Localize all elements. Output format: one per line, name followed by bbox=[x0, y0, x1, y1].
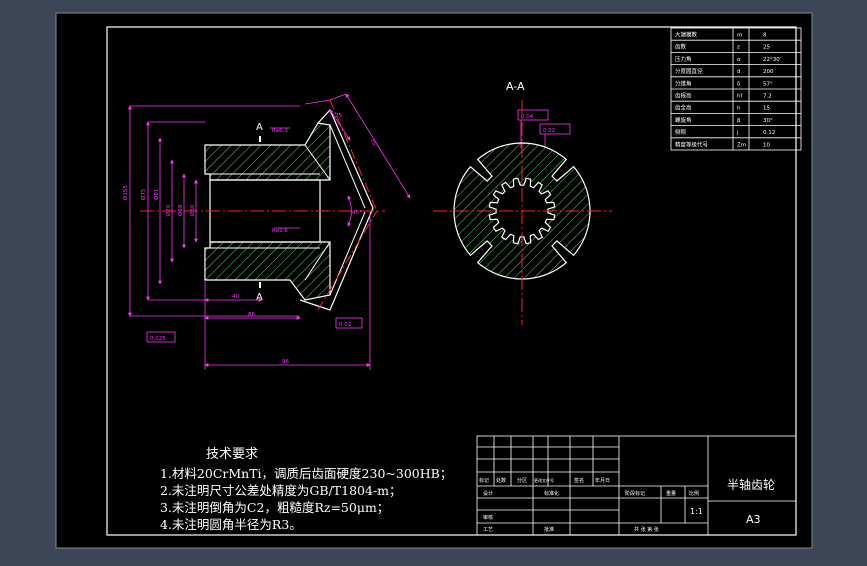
tb-header-5: 年月日 bbox=[595, 477, 610, 484]
param-symbol: α bbox=[737, 57, 741, 63]
tb-stage-mark: 阶段标记 bbox=[625, 490, 645, 497]
dim-dia-2: Ø75 bbox=[140, 188, 147, 200]
param-value: 22°30′ bbox=[763, 57, 782, 63]
inner-border bbox=[106, 26, 797, 536]
note-line-2: 2.未注明尺寸公差处精度为GB/T1804-m； bbox=[160, 483, 402, 498]
dim-slant-25: 25 bbox=[335, 113, 342, 119]
tb-approve: 批准 bbox=[544, 526, 554, 533]
tb-standard: 标准化 bbox=[544, 490, 559, 497]
param-name: 螺旋角 bbox=[675, 116, 692, 124]
title-block-labels: 标记 处数 分区 更改文件号 签名 年月日 设计 标准化 审核 工艺 批准 阶段… bbox=[479, 477, 699, 533]
param-value: 57° bbox=[763, 81, 773, 87]
tol-runout-value: 0.025 bbox=[150, 336, 166, 342]
roughness-bore: Ra1.6 bbox=[272, 228, 288, 234]
title-block bbox=[476, 435, 797, 536]
param-value: 30° bbox=[763, 118, 773, 124]
tol-frame-flat bbox=[335, 317, 363, 329]
tb-scale-value: 1:1 bbox=[690, 507, 703, 516]
param-symbol: δ bbox=[737, 81, 741, 87]
dim-len-40: 40 bbox=[232, 294, 239, 300]
dim-slant-75: 75 bbox=[368, 138, 377, 148]
param-value: 8 bbox=[763, 33, 767, 39]
param-value: 25 bbox=[763, 45, 770, 51]
dim-len-96: 96 bbox=[282, 359, 289, 365]
param-name: 精度等级代号 bbox=[675, 140, 709, 148]
dim-angle-45: 45° bbox=[352, 210, 362, 216]
param-name: 大端模数 bbox=[675, 31, 698, 39]
note-line-1: 1.材料20CrMnTi，调质后齿面硬度230~300HB； bbox=[160, 466, 453, 481]
dim-dia-4: Ø70 bbox=[165, 204, 172, 216]
gear-root-line-lower bbox=[329, 211, 366, 296]
tb-part-name: 半轴齿轮 bbox=[727, 477, 775, 492]
param-symbol: hf bbox=[737, 94, 743, 100]
param-symbol: j bbox=[736, 130, 739, 136]
param-name: 齿数 bbox=[675, 43, 687, 51]
param-name: 分锥角 bbox=[675, 79, 692, 87]
tb-weight: 重量 bbox=[666, 490, 676, 497]
tol-frame-runout bbox=[146, 331, 176, 343]
front-view bbox=[204, 108, 374, 311]
cut-label-top: A bbox=[256, 122, 263, 133]
param-symbol: β bbox=[737, 118, 741, 124]
tooth-back-lower bbox=[304, 241, 331, 281]
tb-header-1: 处数 bbox=[496, 477, 506, 484]
note-line-3: 3.未注明倒角为C2，粗糙度Rz=50μm； bbox=[160, 500, 390, 515]
tb-scale-label: 比例 bbox=[689, 490, 699, 497]
param-value: 0.12 bbox=[763, 130, 775, 136]
tb-design: 设计 bbox=[483, 490, 493, 497]
param-symbol: h bbox=[737, 106, 741, 112]
dim-dia-6: Ø60 bbox=[189, 204, 196, 216]
param-symbol: Zm bbox=[737, 142, 746, 148]
section-title: A-A bbox=[506, 80, 525, 93]
dimension-lines bbox=[128, 93, 411, 370]
param-value: 15 bbox=[763, 106, 770, 112]
drawing-sheet bbox=[55, 12, 813, 549]
param-name: 分度圆直径 bbox=[675, 67, 703, 75]
cut-label-bottom: A bbox=[256, 292, 263, 303]
tb-sheet-info: 共 张 第 张 bbox=[634, 526, 659, 533]
tb-header-3: 更改文件号 bbox=[534, 477, 554, 483]
dim-dia-3: Ø81 bbox=[153, 189, 160, 200]
param-symbol: z bbox=[737, 45, 740, 51]
tol-flat-value: 0.02 bbox=[339, 322, 351, 328]
param-name: 齿全高 bbox=[675, 104, 692, 112]
gear-parameter-table: 大端模数 m 8 齿数 z 25 压力角 α 22°30′ 分度圆直径 d 200 分锥角 δ 57° 齿根高… bbox=[670, 27, 802, 151]
param-name: 侧隙 bbox=[675, 128, 687, 136]
tb-header-2: 分区 bbox=[517, 477, 527, 484]
tolerance-frames: 0.025 0.02 0.04 0.02 bbox=[146, 109, 571, 343]
tooth-back-upper bbox=[304, 144, 331, 181]
tol-frame-pos-a bbox=[517, 109, 549, 121]
param-symbol: d bbox=[737, 69, 741, 75]
note-line-4: 4.未注明圆角半径为R3。 bbox=[160, 517, 302, 532]
dim-len-86: 86 bbox=[248, 312, 255, 318]
param-name: 齿根高 bbox=[675, 92, 692, 100]
param-value: 7.2 bbox=[763, 94, 772, 100]
param-symbol: m bbox=[737, 33, 742, 39]
param-value: 200 bbox=[763, 69, 774, 75]
tb-sheet-size: A3 bbox=[746, 513, 761, 526]
tol-pos-a-value: 0.04 bbox=[521, 114, 534, 120]
tol-frame-pos-b bbox=[539, 123, 571, 135]
tb-header-4: 签名 bbox=[574, 477, 584, 484]
tb-process: 工艺 bbox=[483, 527, 493, 533]
technical-requirements: 技术要求 1.材料20CrMnTi，调质后齿面硬度230~300HB； 2.未注… bbox=[160, 446, 460, 533]
dim-dia-5: Ø68 bbox=[177, 204, 184, 216]
tb-review: 审核 bbox=[483, 514, 493, 521]
param-name: 压力角 bbox=[675, 55, 692, 63]
dimension-texts: Ø155 Ø75 Ø81 Ø70 Ø68 Ø60 40 86 96 25 75 … bbox=[122, 113, 377, 365]
notes-title: 技术要求 bbox=[206, 447, 259, 462]
tol-pos-b-value: 0.02 bbox=[543, 128, 555, 134]
dim-outer-dia: Ø155 bbox=[122, 185, 129, 200]
param-value: 10 bbox=[763, 142, 770, 148]
roughness-top: Ra6.3 bbox=[272, 128, 288, 134]
section-center-lines bbox=[433, 100, 612, 325]
tb-header-0: 标记 bbox=[479, 477, 489, 484]
